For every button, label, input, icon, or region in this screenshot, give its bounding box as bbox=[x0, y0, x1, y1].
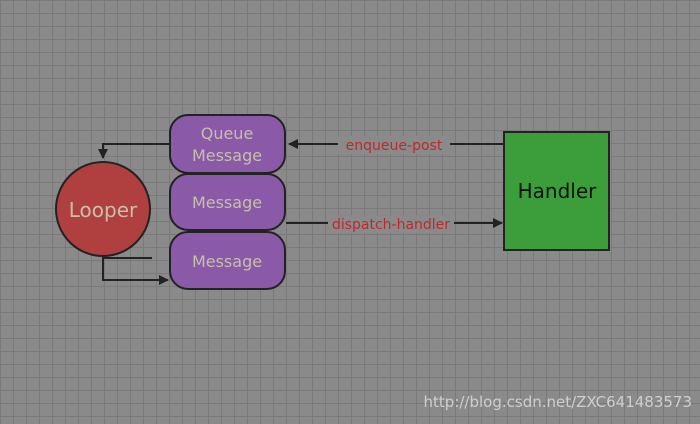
message-node-3-label: Message bbox=[192, 252, 262, 271]
looper-node: Looper bbox=[55, 161, 151, 257]
enqueue-edge-label: enqueue-post bbox=[346, 138, 443, 154]
handler-label: Handler bbox=[518, 179, 598, 203]
looper-label: Looper bbox=[69, 198, 138, 222]
message-node-queue-line2: Message bbox=[192, 146, 262, 165]
message-node-2-label: Message bbox=[192, 193, 262, 212]
dispatch-label-bg bbox=[328, 215, 454, 233]
looper-fetch-edge bbox=[98, 143, 170, 159]
message-queue: Queue Message Message Message bbox=[169, 114, 286, 290]
watermark: http://blog.csdn.net/ZXC641483573 bbox=[424, 393, 692, 411]
message-node-2 bbox=[169, 173, 286, 231]
looper-append-edge bbox=[102, 256, 169, 285]
message-node-3 bbox=[169, 231, 286, 290]
dispatch-edge-label: dispatch-handler bbox=[332, 217, 450, 233]
handler-node: Handler bbox=[503, 131, 610, 251]
enqueue-label-bg bbox=[338, 136, 450, 154]
message-node-queue-line1: Queue bbox=[201, 124, 254, 143]
handler-box bbox=[503, 131, 610, 251]
